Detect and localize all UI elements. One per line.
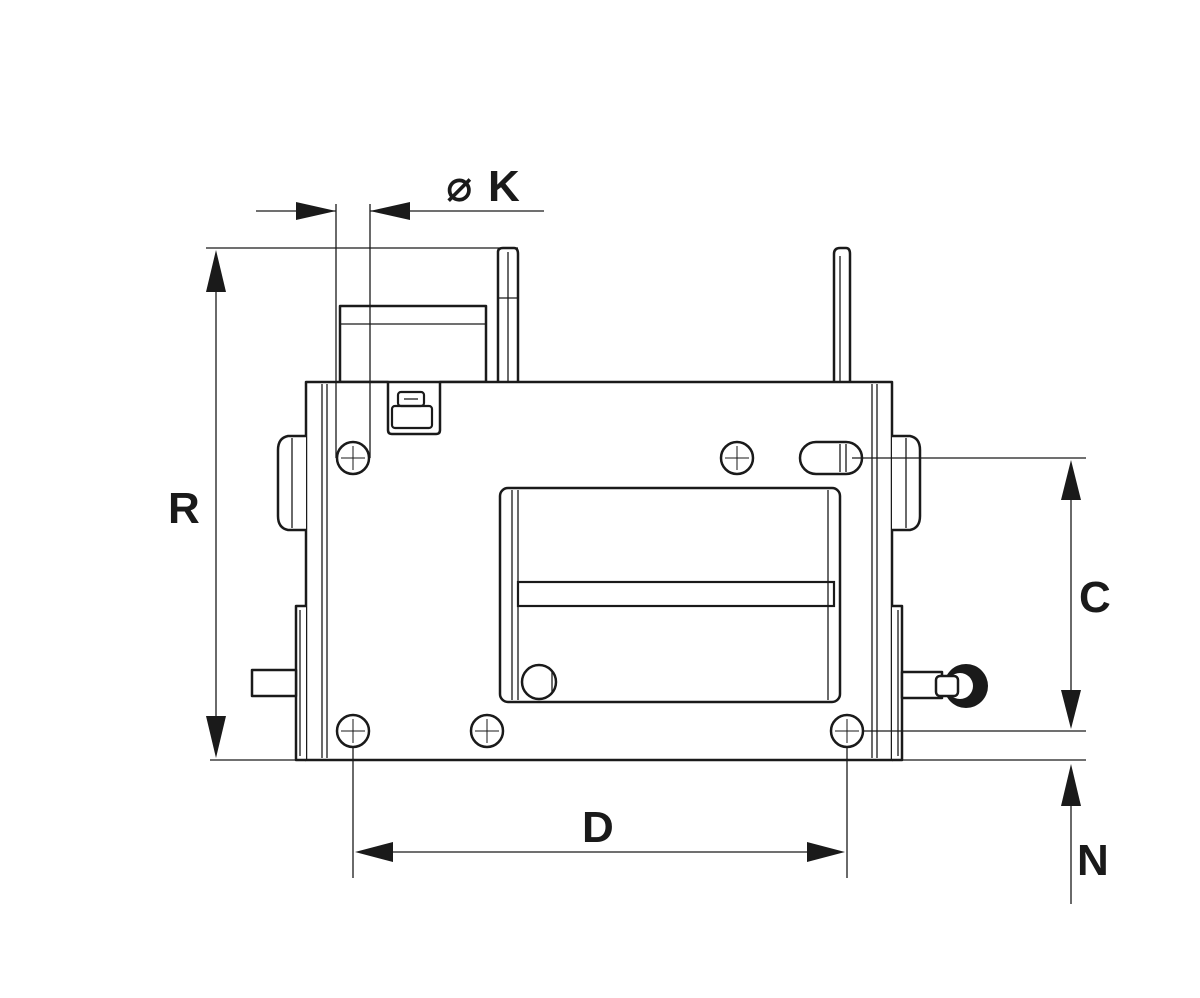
clamp-block	[338, 304, 488, 384]
c-label: C	[1079, 573, 1111, 622]
k-arrow-right	[370, 202, 410, 220]
left-shaft	[250, 668, 298, 698]
drum-pin	[520, 663, 558, 701]
hole-top-left	[335, 440, 371, 476]
hole-top-mid	[719, 440, 755, 476]
r-arrow-top	[206, 250, 226, 292]
r-label: R	[168, 484, 200, 533]
n-arrow	[1061, 764, 1081, 806]
k-label: K	[488, 162, 520, 211]
dimension-k: ⌀ K	[256, 162, 544, 458]
screw-nut	[390, 404, 434, 430]
c-arrow-top	[1061, 460, 1081, 500]
hole-bottom-right	[829, 713, 865, 749]
left-lower-bracket	[294, 604, 306, 762]
right-upright-plate	[832, 246, 852, 382]
mounting-holes	[335, 440, 865, 749]
c-arrow-bottom	[1061, 690, 1081, 729]
d-label: D	[582, 803, 614, 852]
hole-bottom-mid	[469, 713, 505, 749]
dimension-r: R	[168, 247, 518, 761]
dimension-d: D	[352, 746, 848, 878]
k-arrow-left	[296, 202, 336, 220]
winch-housing	[250, 246, 988, 762]
drum-window	[498, 486, 842, 704]
d-arrow-left	[355, 842, 393, 862]
r-arrow-bottom	[206, 716, 226, 758]
n-label: N	[1077, 836, 1109, 885]
k-diameter-symbol: ⌀	[446, 162, 473, 211]
hook-neck	[934, 674, 960, 698]
dimension-n: N	[892, 759, 1109, 904]
dimension-c: C	[852, 457, 1111, 732]
d-arrow-right	[807, 842, 845, 862]
hole-bottom-left	[335, 713, 371, 749]
set-screw	[390, 390, 434, 430]
drum-band	[516, 580, 836, 608]
right-lower-bracket	[892, 604, 904, 762]
